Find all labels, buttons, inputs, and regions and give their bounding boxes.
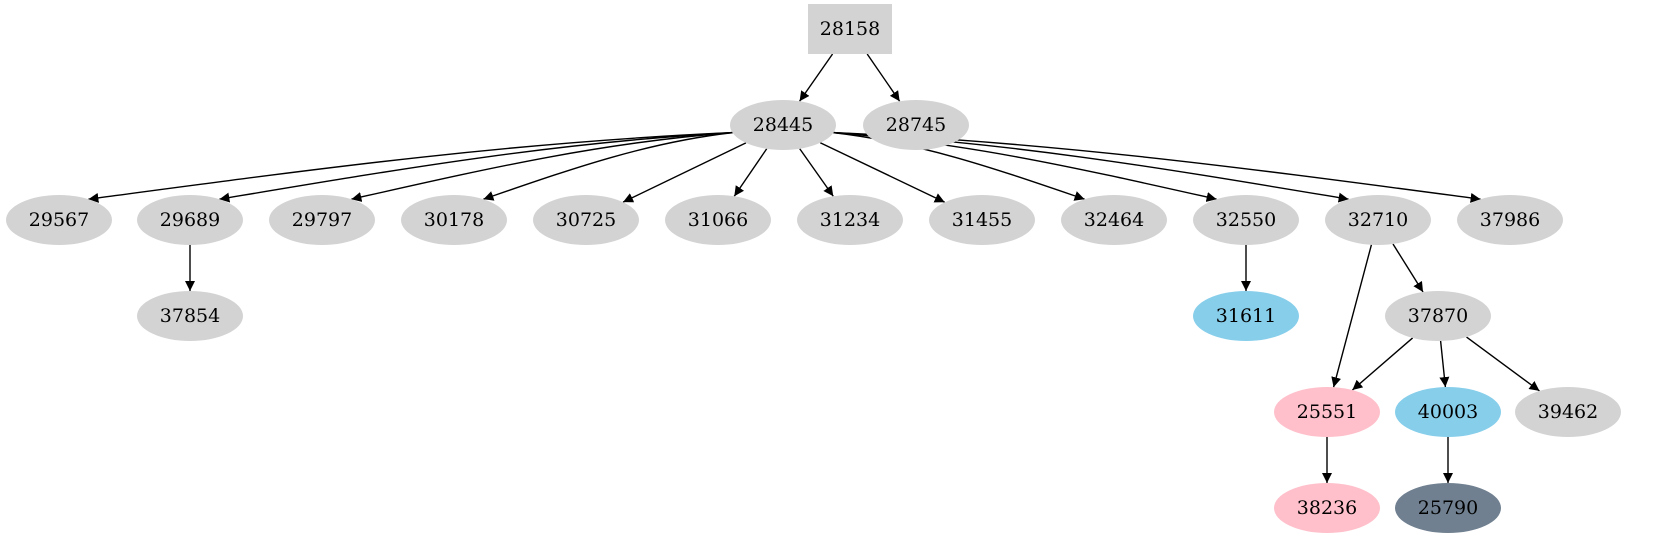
node-29689[interactable]: 29689: [137, 195, 243, 245]
node-28158-shape: [808, 4, 892, 54]
node-28445-shape: [730, 100, 836, 150]
node-38236[interactable]: 38236: [1274, 483, 1380, 533]
node-label: 28158: [820, 18, 880, 40]
node-label: 37854: [160, 305, 220, 327]
node-32464[interactable]: 32464: [1061, 195, 1167, 245]
node-label: 38236: [1297, 497, 1357, 519]
edge-28445-29689: [219, 131, 733, 203]
node-label: 31066: [688, 209, 748, 231]
node-label: 37870: [1408, 305, 1468, 327]
edge-37870-39462: [1466, 336, 1540, 392]
node-31611-shape: [1193, 291, 1299, 341]
node-label: 39462: [1538, 401, 1598, 423]
node-label: 25790: [1418, 497, 1478, 519]
node-label: 31611: [1216, 305, 1276, 327]
node-31066[interactable]: 31066: [665, 195, 771, 245]
node-25790-shape: [1395, 483, 1501, 533]
node-label: 29797: [292, 209, 352, 231]
node-29567[interactable]: 29567: [6, 195, 112, 245]
node-37854-shape: [137, 291, 243, 341]
node-25551-shape: [1274, 387, 1380, 437]
node-32464-shape: [1061, 195, 1167, 245]
node-31611[interactable]: 31611: [1193, 291, 1299, 341]
node-37854[interactable]: 37854: [137, 291, 243, 341]
node-layer: 28158 28445 28745 29567 29689 29797 30178 30725…: [6, 4, 1621, 533]
node-28445[interactable]: 28445: [730, 100, 836, 150]
node-37870-shape: [1385, 291, 1491, 341]
node-label: 30725: [556, 209, 616, 231]
node-32710[interactable]: 32710: [1325, 195, 1431, 245]
node-31066-shape: [665, 195, 771, 245]
node-32710-shape: [1325, 195, 1431, 245]
node-label: 28745: [886, 114, 946, 136]
node-39462[interactable]: 39462: [1515, 387, 1621, 437]
node-30725[interactable]: 30725: [533, 195, 639, 245]
node-label: 37986: [1480, 209, 1540, 231]
node-30178[interactable]: 30178: [401, 195, 507, 245]
node-label: 31455: [952, 209, 1012, 231]
edge-28445-29567: [88, 131, 733, 203]
node-29567-shape: [6, 195, 112, 245]
node-label: 30178: [424, 209, 484, 231]
node-40003[interactable]: 40003: [1395, 387, 1501, 437]
node-label: 25551: [1297, 401, 1357, 423]
node-32550[interactable]: 32550: [1193, 195, 1299, 245]
edge-28445-31234: [799, 148, 834, 197]
edge-32710-37870: [1392, 243, 1424, 293]
edge-32710-25551: [1331, 244, 1373, 388]
node-37870[interactable]: 37870: [1385, 291, 1491, 341]
node-25790[interactable]: 25790: [1395, 483, 1501, 533]
node-label: 32710: [1348, 209, 1408, 231]
node-31455[interactable]: 31455: [929, 195, 1035, 245]
node-label: 29689: [160, 209, 220, 231]
node-31234-shape: [797, 195, 903, 245]
node-37986[interactable]: 37986: [1457, 195, 1563, 245]
edge-37870-40003: [1439, 340, 1450, 388]
node-29797[interactable]: 29797: [269, 195, 375, 245]
node-40003-shape: [1395, 387, 1501, 437]
edge-28445-31455: [819, 142, 946, 203]
node-label: 32464: [1084, 209, 1144, 231]
edge-28445-29797: [351, 131, 733, 202]
node-29689-shape: [137, 195, 243, 245]
node-38236-shape: [1274, 483, 1380, 533]
node-31234[interactable]: 31234: [797, 195, 903, 245]
node-28745-shape: [863, 100, 969, 150]
node-label: 40003: [1418, 401, 1478, 423]
edge-37870-25551: [1351, 337, 1414, 391]
node-31455-shape: [929, 195, 1035, 245]
node-39462-shape: [1515, 387, 1621, 437]
edge-28158-28745: [866, 53, 901, 102]
node-label: 31234: [820, 209, 880, 231]
node-25551[interactable]: 25551: [1274, 387, 1380, 437]
node-32550-shape: [1193, 195, 1299, 245]
edge-28445-31066: [733, 148, 768, 197]
edge-28445-30725: [622, 142, 747, 203]
node-29797-shape: [269, 195, 375, 245]
node-label: 32550: [1216, 209, 1276, 231]
node-30725-shape: [533, 195, 639, 245]
node-label: 28445: [753, 114, 813, 136]
node-37986-shape: [1457, 195, 1563, 245]
edge-28445-32464: [833, 131, 1085, 201]
node-label: 29567: [29, 209, 89, 231]
node-28745[interactable]: 28745: [863, 100, 969, 150]
edge-28445-30178: [483, 131, 733, 201]
node-28158[interactable]: 28158: [808, 4, 892, 54]
node-30178-shape: [401, 195, 507, 245]
edge-28158-28445: [798, 53, 834, 102]
